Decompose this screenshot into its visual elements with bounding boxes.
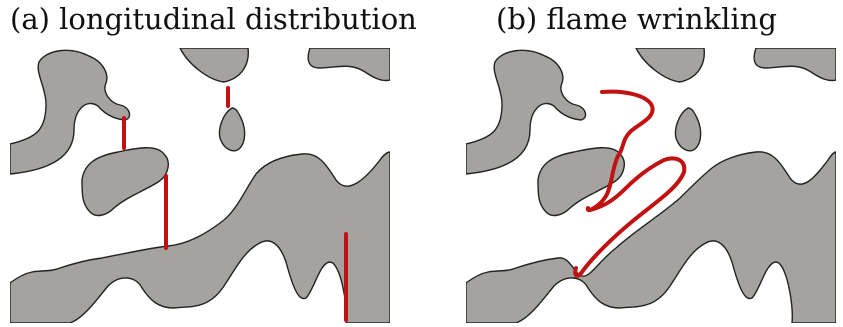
solid-grain-lower-large [466, 152, 836, 323]
panel-b-title: (b) flame wrinkling [496, 2, 777, 36]
panel-a-diagram [10, 48, 390, 323]
panel-a-title: (a) longitudinal distribution [10, 2, 417, 36]
solid-grain-small-drop [676, 108, 701, 151]
solid-grain-middle [82, 148, 168, 216]
solid-grain-lower-large [10, 152, 390, 323]
solid-grain-small-drop [220, 108, 245, 151]
solid-grain-top-right [308, 48, 390, 81]
solid-grain-top-center [636, 48, 704, 82]
solid-grain-top-center [180, 48, 248, 82]
solid-grain-top-right [754, 48, 836, 81]
panel-b-diagram [466, 48, 836, 323]
